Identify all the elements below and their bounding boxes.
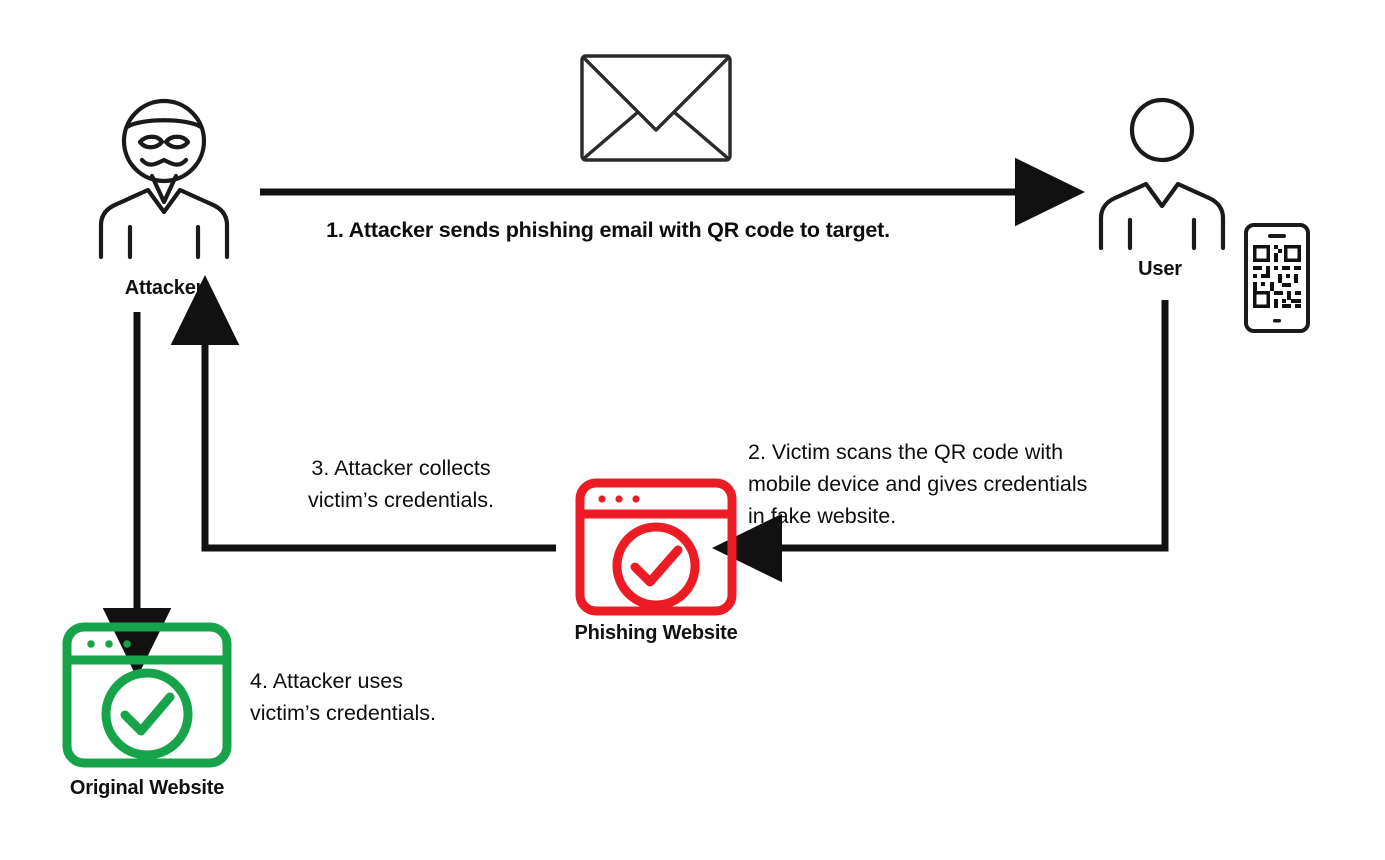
envelope-icon xyxy=(580,54,732,162)
phishing-website-icon xyxy=(575,478,737,616)
step-3-line-2: victim’s credentials. xyxy=(308,488,494,512)
step-4-line-2: victim’s credentials. xyxy=(250,701,436,725)
step-1-text: 1. Attacker sends phishing email with QR… xyxy=(326,218,890,242)
user-label: User xyxy=(1138,258,1182,280)
original-website-icon xyxy=(62,622,232,768)
step-2-line-2: mobile device and gives credentials xyxy=(748,472,1088,496)
step-3-line-1: 3. Attacker collects xyxy=(311,456,491,480)
step-2-line-3: in fake website. xyxy=(748,504,897,528)
phishing-website-label: Phishing Website xyxy=(574,622,738,644)
arrow-step-3 xyxy=(170,275,556,552)
hacker-icon xyxy=(98,98,230,260)
step-4-line-1: 4. Attacker uses xyxy=(250,669,403,693)
attacker-label: Attacker xyxy=(124,277,204,299)
step-2-line-1: 2. Victim scans the QR code with xyxy=(748,440,1064,464)
arrow-step-2 xyxy=(712,300,1169,583)
step-2-text: 2. Victim scans the QR code with mobile … xyxy=(748,436,1148,532)
qr-pattern xyxy=(1253,245,1301,308)
step-4-text: 4. Attacker uses victim’s credentials. xyxy=(250,665,570,729)
person-icon xyxy=(1098,97,1226,251)
original-website-label: Original Website xyxy=(69,777,225,799)
step-3-text: 3. Attacker collects victim’s credential… xyxy=(258,452,544,516)
mobile-phone-qr-code-icon xyxy=(1244,223,1310,333)
